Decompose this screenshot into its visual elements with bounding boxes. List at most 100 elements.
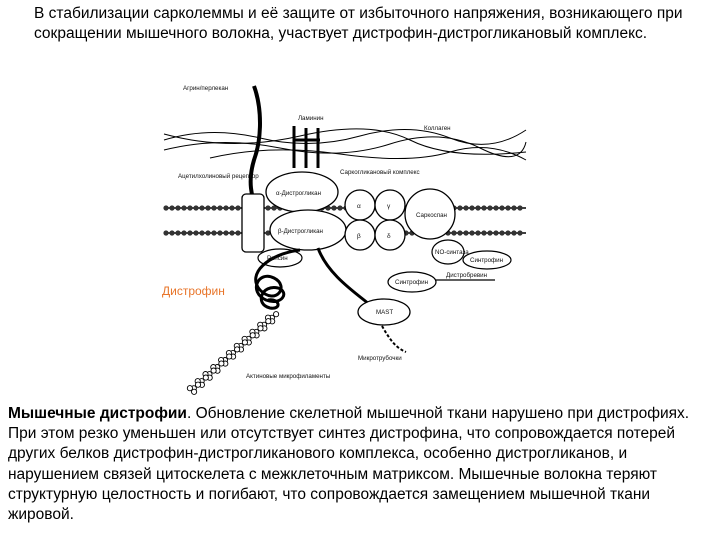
actin-bead (186, 385, 193, 392)
label-dystrophin: Дистрофин (162, 284, 225, 298)
lipid-head (223, 205, 229, 211)
lipid-head (211, 230, 217, 236)
syntrophin-2 (387, 271, 437, 293)
label-dystrobrevin: Дистробревин (446, 272, 487, 279)
bottom-text: . Обновление скелетной мышечной ткани на… (8, 405, 690, 524)
lipid-head (463, 205, 469, 211)
lipid-head (469, 205, 475, 211)
actin-bead (265, 318, 272, 325)
label-sarcoglycan: Саркогликановый комплекс (340, 169, 420, 176)
label-ach-receptor: Ацетилхолиновый рецептор (178, 173, 259, 180)
lipid-head (175, 205, 181, 211)
lipid-head (481, 205, 487, 211)
actin-bead (273, 311, 280, 318)
actin-bead (202, 374, 209, 381)
actin-bead (194, 381, 202, 388)
actin-bead (226, 353, 233, 360)
label-rapsyn: Рапсин (267, 255, 288, 262)
lipid-head (199, 230, 205, 236)
label-no-synthase: NO-синтаза (435, 249, 469, 256)
lipid-head (271, 205, 277, 211)
lipid-head (175, 230, 181, 236)
microtubule (381, 325, 407, 353)
lipid-head (337, 205, 343, 211)
lipid-head (265, 205, 271, 211)
actin-bead (218, 360, 225, 367)
lipid-head (199, 205, 205, 211)
label-syntrophin-1: Синтрофин (470, 257, 503, 264)
actin-bead (241, 339, 248, 346)
lipid-head (511, 205, 517, 211)
lipid-head (181, 230, 187, 236)
lipid-head (169, 230, 175, 236)
lipid-head (205, 230, 211, 236)
dystrophin-rod (316, 247, 375, 310)
label-beta-dg: β-Дистрогликан (278, 228, 323, 235)
label-laminin: Ламинин (298, 115, 324, 122)
label-agrin: Агрин/перлекан (183, 85, 228, 92)
lipid-head (451, 230, 457, 236)
dystrophin-coil (254, 248, 301, 310)
lipid-head (187, 230, 193, 236)
lipid-head (331, 205, 337, 211)
sarcoglycan-delta (374, 219, 406, 251)
dystrophin-complex-diagram: Агрин/перлекан Ламинин Коллаген Саркогли… (150, 78, 540, 400)
lipid-head (235, 230, 241, 236)
label-delta: δ (387, 233, 391, 240)
label-sarcospan: Саркоспан (416, 212, 447, 219)
intro-text: В стабилизации сарколеммы и её защите от… (34, 5, 683, 42)
label-mast: MAST (376, 309, 393, 316)
lipid-head (211, 205, 217, 211)
lipid-head (475, 205, 481, 211)
lipid-head (493, 230, 499, 236)
sarcospan (404, 188, 456, 240)
label-alpha: α (357, 203, 361, 210)
lipid-head (229, 230, 235, 236)
lipid-head (193, 230, 199, 236)
rapsyn (257, 248, 303, 268)
actin-bead (234, 346, 241, 353)
label-alpha-dg: α-Дистрогликан (276, 190, 321, 197)
lipid-head (493, 205, 499, 211)
lipid-head (163, 205, 169, 211)
lipid-head (229, 205, 235, 211)
lipid-head (499, 205, 505, 211)
lipid-head (475, 230, 481, 236)
no-synthase (431, 239, 465, 265)
lipid-head (187, 205, 193, 211)
lipid-head (163, 230, 169, 236)
actin-bead (249, 332, 256, 339)
lipid-head (487, 205, 493, 211)
lipid-head (499, 230, 505, 236)
bottom-paragraph: Мышечные дистрофии. Обновление скелетной… (8, 404, 716, 525)
ach-receptor (241, 193, 265, 253)
lipid-head (181, 205, 187, 211)
lipid-head (169, 205, 175, 211)
label-collagen: Коллаген (424, 125, 451, 132)
lipid-head (457, 230, 463, 236)
lipid-head (481, 230, 487, 236)
syntrophin-1 (462, 250, 512, 270)
lipid-head (463, 230, 469, 236)
lipid-head (517, 230, 523, 236)
lipid-head (517, 205, 523, 211)
label-beta: β (357, 233, 361, 240)
mast (357, 298, 411, 326)
lipid-head (505, 205, 511, 211)
lipid-head (487, 230, 493, 236)
lipid-head (505, 230, 511, 236)
actin-bead (191, 388, 198, 395)
label-syntrophin-2: Синтрофин (395, 279, 428, 286)
label-actin: Актиновые микрофиламенты (246, 373, 331, 380)
lipid-head (205, 205, 211, 211)
lipid-head (223, 230, 229, 236)
actin-bead (257, 325, 264, 332)
actin-bead (210, 367, 217, 374)
label-microtubules: Микротрубочки (358, 355, 402, 362)
lipid-head (265, 230, 271, 236)
lipid-head (511, 230, 517, 236)
lipid-head (469, 230, 475, 236)
lipid-head (217, 205, 223, 211)
lipid-head (235, 205, 241, 211)
actin-filaments (186, 311, 280, 395)
